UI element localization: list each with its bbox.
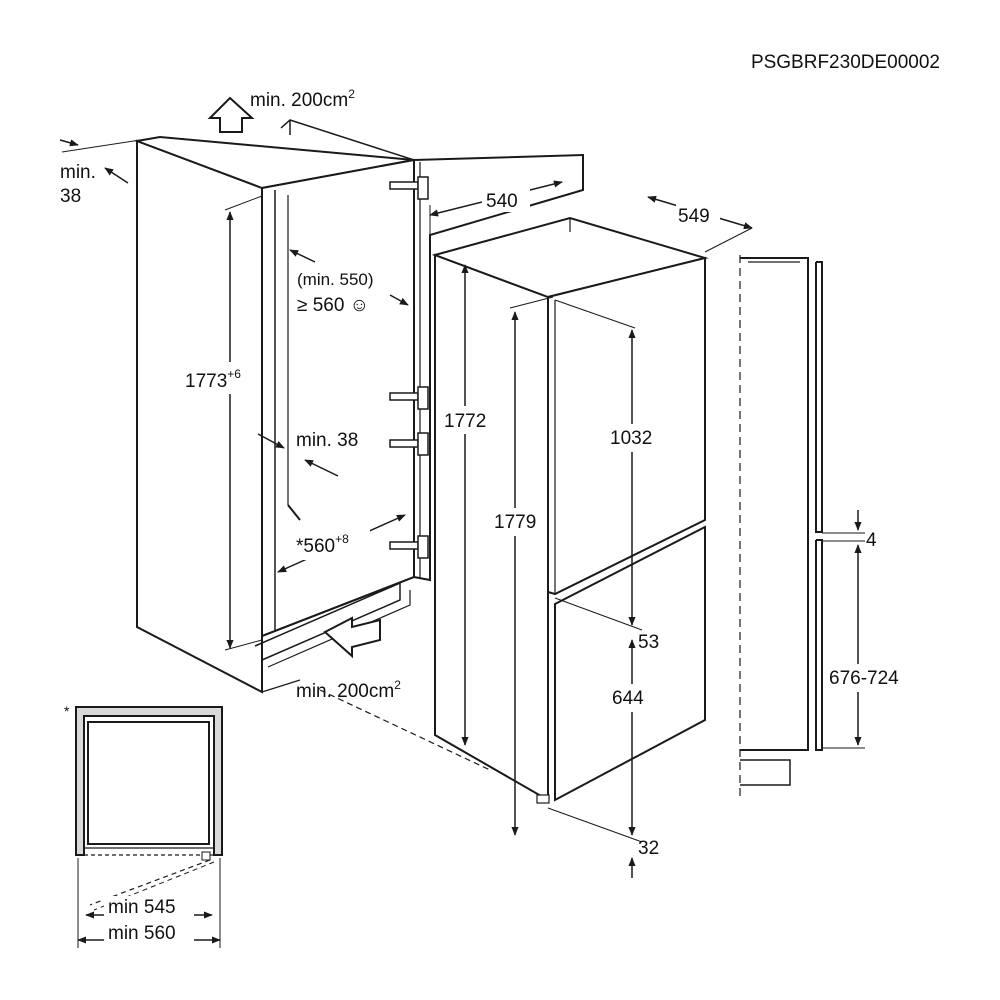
- cabinet-niche: [133, 119, 415, 694]
- inner-depth-min-label: (min. 550): [297, 270, 374, 289]
- cabinet-height-label: 1773+6: [185, 367, 241, 392]
- door-total-height-label: 1779: [494, 512, 536, 533]
- side-profile: [739, 255, 823, 800]
- upper-door-label: 1032: [610, 428, 652, 449]
- lower-panel-range-label: 676-724: [829, 668, 899, 689]
- cabinet-height-dimension: [224, 195, 263, 651]
- foot-gap-label: 32: [638, 838, 659, 859]
- cabinet-width-label: *560+8: [296, 532, 349, 557]
- vent-bottom-sup: 2: [394, 678, 401, 692]
- vent-bottom-label: min. 200cm2: [296, 678, 401, 702]
- vent-bottom-text: min. 200cm: [296, 681, 394, 702]
- side-gap-dimension: [59, 136, 161, 184]
- lower-door-dimension: [547, 639, 643, 843]
- niche-width-min-545: min 545: [108, 897, 176, 918]
- upper-door-dimension: [554, 299, 643, 631]
- niche-top-view: [75, 706, 223, 911]
- back-gap-dimension: [257, 433, 339, 477]
- airflow-up-arrow: [207, 96, 255, 133]
- back-gap-label: min. 38: [296, 430, 358, 451]
- side-gap-label-1: min.: [60, 162, 96, 183]
- panel-gap-dimension: [822, 510, 865, 542]
- vent-top-sup: 2: [348, 87, 355, 101]
- inner-depth-dimension: [289, 249, 409, 306]
- appliance-width-label: 540: [486, 191, 518, 212]
- cabinet-width-value: *560: [296, 536, 335, 557]
- vent-top-label: min. 200cm2: [250, 87, 355, 111]
- door-total-height-dimension: [509, 296, 554, 836]
- appliance-height-label: 1772: [444, 411, 486, 432]
- vent-top-text: min. 200cm: [250, 90, 348, 111]
- appliance-depth-label: 549: [678, 206, 710, 227]
- airflow-in-arrow: [323, 616, 381, 659]
- lower-door-label: 644: [612, 688, 644, 709]
- door-gap-label: 53: [638, 632, 659, 653]
- footnote-marker: *: [64, 703, 70, 719]
- niche-width-min-560: min 560: [108, 923, 176, 944]
- floor-dashed-line: [319, 689, 491, 771]
- inner-depth-rec-label: ≥ 560 ☺: [297, 295, 369, 316]
- lower-panel-range-dimension: [822, 544, 865, 749]
- side-gap-label-2: 38: [60, 186, 81, 207]
- cabinet-height-value: 1773: [185, 371, 227, 392]
- cabinet-width-sup: +8: [335, 532, 349, 546]
- drawing-code: PSGBRF230DE00002: [751, 52, 940, 73]
- cabinet-height-sup: +6: [227, 367, 241, 381]
- panel-gap-label: 4: [866, 530, 877, 551]
